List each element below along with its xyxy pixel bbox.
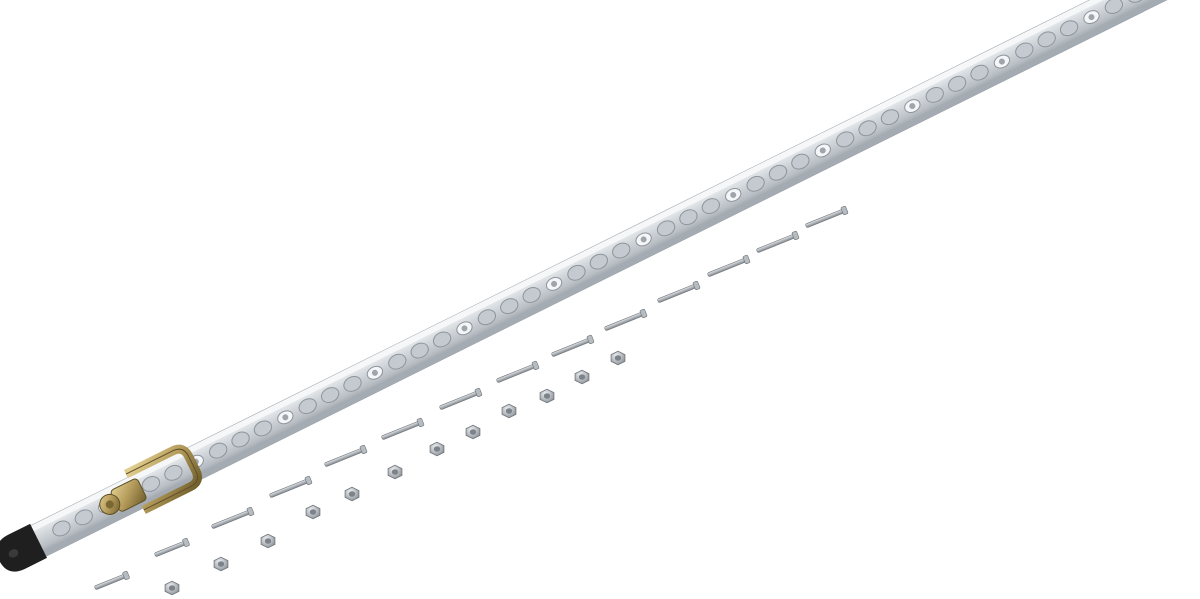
bolt [496, 360, 540, 383]
track-slot [1059, 20, 1079, 37]
track-slot [858, 120, 877, 137]
mounting-hole [282, 414, 289, 421]
track-slot [320, 387, 340, 403]
track-slot [74, 509, 93, 526]
track-slot [768, 164, 788, 181]
hex-nut [465, 424, 481, 440]
hex-nut [164, 580, 180, 596]
mounting-hole [461, 325, 468, 332]
rail [0, 0, 1189, 572]
track-slot [343, 375, 362, 392]
track-slot [209, 442, 228, 459]
rail-top-lip [18, 0, 1174, 538]
track-slot [836, 131, 855, 148]
track-slot [432, 331, 452, 348]
bolt [439, 387, 483, 410]
track-slot [1127, 0, 1146, 3]
track-slots [52, 0, 1146, 537]
hex-nut [501, 403, 517, 419]
track-slot [567, 264, 586, 281]
track-slot [612, 242, 631, 259]
track-slot [656, 220, 676, 237]
track-slot [298, 398, 317, 415]
hex-nut [305, 504, 321, 520]
hex-nut [260, 533, 276, 549]
ring-fitting [99, 444, 202, 515]
bolt [324, 444, 368, 467]
track-slot [746, 175, 765, 192]
track-slot [477, 309, 497, 326]
track-slot [231, 431, 250, 448]
bolt [805, 205, 849, 228]
hex-nut [539, 388, 555, 404]
bolt [657, 280, 701, 303]
mounting-hole [909, 103, 916, 110]
track-slot [880, 109, 900, 126]
bolt [551, 334, 595, 357]
bolt [211, 506, 255, 529]
track-slot [410, 342, 429, 359]
rail-bottom-lip [30, 0, 1187, 563]
track-slot [1037, 31, 1056, 48]
mounting-hole [371, 369, 378, 376]
bolt [604, 308, 648, 331]
bolt [154, 537, 190, 557]
nut-set [164, 350, 626, 596]
mounting-hole [640, 236, 647, 243]
track-slot [925, 86, 944, 103]
bolt [269, 475, 313, 498]
mounting-hole [998, 58, 1005, 65]
bolt-set [94, 205, 849, 590]
bolt [756, 230, 800, 253]
end-cap-left [0, 523, 48, 572]
hex-nut [574, 369, 590, 385]
track-slot [52, 520, 71, 537]
track-slot [970, 64, 989, 81]
track-slot [1104, 0, 1124, 14]
bolt [707, 254, 751, 277]
track-slot [500, 298, 519, 315]
hex-nut [344, 486, 360, 502]
hex-nut [429, 441, 445, 457]
mounting-hole [730, 191, 737, 198]
bolt [94, 570, 130, 590]
track-slot [1015, 42, 1034, 59]
mounting-hole [1088, 14, 1095, 21]
mounting-hole [819, 147, 826, 154]
track-slot [701, 198, 720, 215]
track-slot [589, 253, 608, 270]
track-slot [388, 353, 407, 370]
track-slot [947, 75, 967, 92]
bolt [381, 417, 425, 440]
hex-nut [387, 464, 403, 480]
hex-nut [610, 350, 626, 366]
track-slot [141, 476, 161, 492]
track-slot [164, 464, 183, 481]
hex-nut [213, 556, 229, 572]
mounting-hole [551, 280, 558, 287]
track-slot [522, 287, 541, 303]
track-slot [679, 209, 698, 226]
track-slot [253, 420, 273, 437]
track-slot [791, 153, 810, 170]
